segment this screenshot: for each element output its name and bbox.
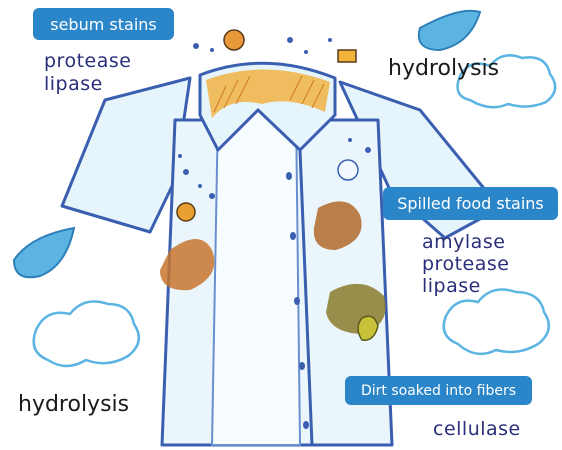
water-drop-icon bbox=[14, 228, 74, 277]
dirt-enzyme-1: cellulase bbox=[433, 418, 521, 440]
enzyme-character-icon bbox=[338, 160, 358, 180]
spilled-food-stains-label: Spilled food stains bbox=[383, 187, 558, 220]
food-enzyme-2: protease bbox=[422, 253, 509, 275]
enzyme-character-icon bbox=[338, 50, 356, 62]
hydrolysis-label-bottom: hydrolysis bbox=[18, 392, 129, 417]
enzyme-character-icon bbox=[177, 203, 195, 221]
food-enzyme-3: lipase bbox=[422, 275, 481, 297]
shirt-inner-back bbox=[212, 110, 300, 445]
dirt-soaked-label: Dirt soaked into fibers bbox=[345, 376, 532, 405]
cloud-icon bbox=[34, 302, 139, 366]
sebum-enzyme-2: lipase bbox=[44, 73, 103, 95]
hydrolysis-label-top: hydrolysis bbox=[388, 56, 499, 81]
water-drop-icon bbox=[419, 11, 480, 50]
food-enzyme-1: amylase bbox=[422, 231, 505, 253]
cloud-icon bbox=[444, 290, 549, 354]
sebum-stains-label: sebum stains bbox=[33, 8, 174, 40]
sebum-enzyme-1: protease bbox=[44, 50, 131, 72]
enzyme-character-icon bbox=[224, 30, 244, 50]
